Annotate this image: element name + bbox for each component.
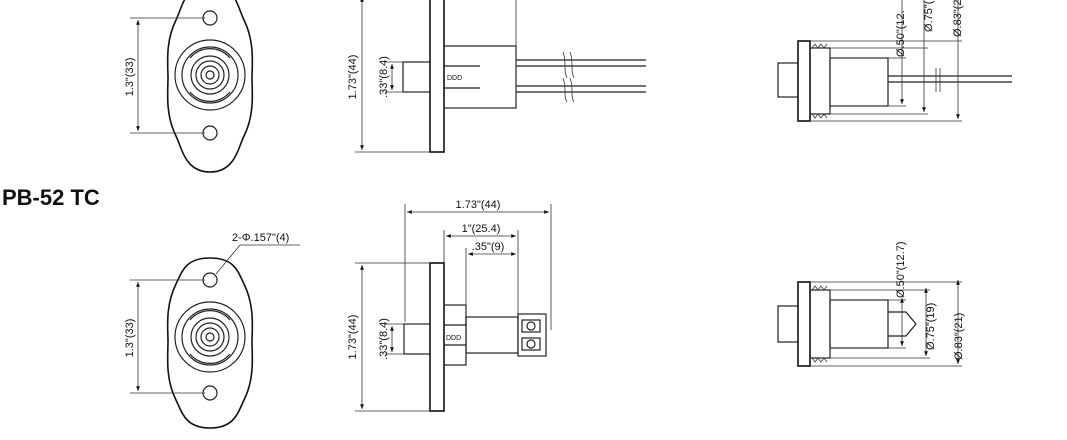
- top-side-height-dim: 1.73"(44): [347, 55, 359, 100]
- bottom-right-dia-a: Ø.50"(12.7): [895, 242, 907, 299]
- bottom-front-hole-dim: 2-Φ.157"(4): [232, 232, 289, 244]
- bottom-side-small-dim: .33"(8.4): [378, 318, 390, 360]
- top-right-dia-c: Ø.83"(2: [952, 0, 964, 37]
- top-right-dia-b: Ø.75"(1: [923, 0, 935, 32]
- bottom-side-short-length: .35"(9): [472, 241, 505, 253]
- top-front-height-dim: 1.3"(33): [124, 58, 136, 97]
- top-side-view: DDD 1.73"(44) .33"(8.4): [347, 0, 646, 153]
- top-right-dia-a: Ø.50"(12.: [895, 10, 907, 57]
- top-side-small-dim: .33"(8.4): [378, 56, 390, 98]
- section-title: PB-52 TC: [2, 185, 100, 210]
- bottom-side-height-dim: 1.73"(44): [347, 315, 359, 360]
- top-side-terminal-mark: DDD: [447, 75, 462, 82]
- bottom-front-view: 2-Φ.157"(4) 1.3"(33): [124, 232, 300, 429]
- bottom-right-dia-b: Ø.75"(19): [925, 303, 937, 350]
- bottom-side-view: DDD 1.73"(44) 1"(25.4) .35"(9) 1.73"(44)…: [347, 199, 552, 412]
- bottom-side-mid-length: 1"(25.4): [462, 223, 501, 235]
- bottom-front-height-dim: 1.3"(33): [124, 319, 136, 358]
- bottom-side-terminal-mark: DDD: [446, 335, 461, 342]
- bottom-right-view: Ø.50"(12.7) Ø.75"(19) Ø.83"(21): [777, 242, 965, 367]
- top-right-view: Ø.50"(12. Ø.75"(1 Ø.83"(2: [777, 0, 1012, 122]
- bottom-right-dia-c: Ø.83"(21): [953, 313, 965, 360]
- bottom-side-overall-length: 1.73"(44): [456, 199, 501, 211]
- top-front-view: 1.3"(33): [124, 0, 254, 173]
